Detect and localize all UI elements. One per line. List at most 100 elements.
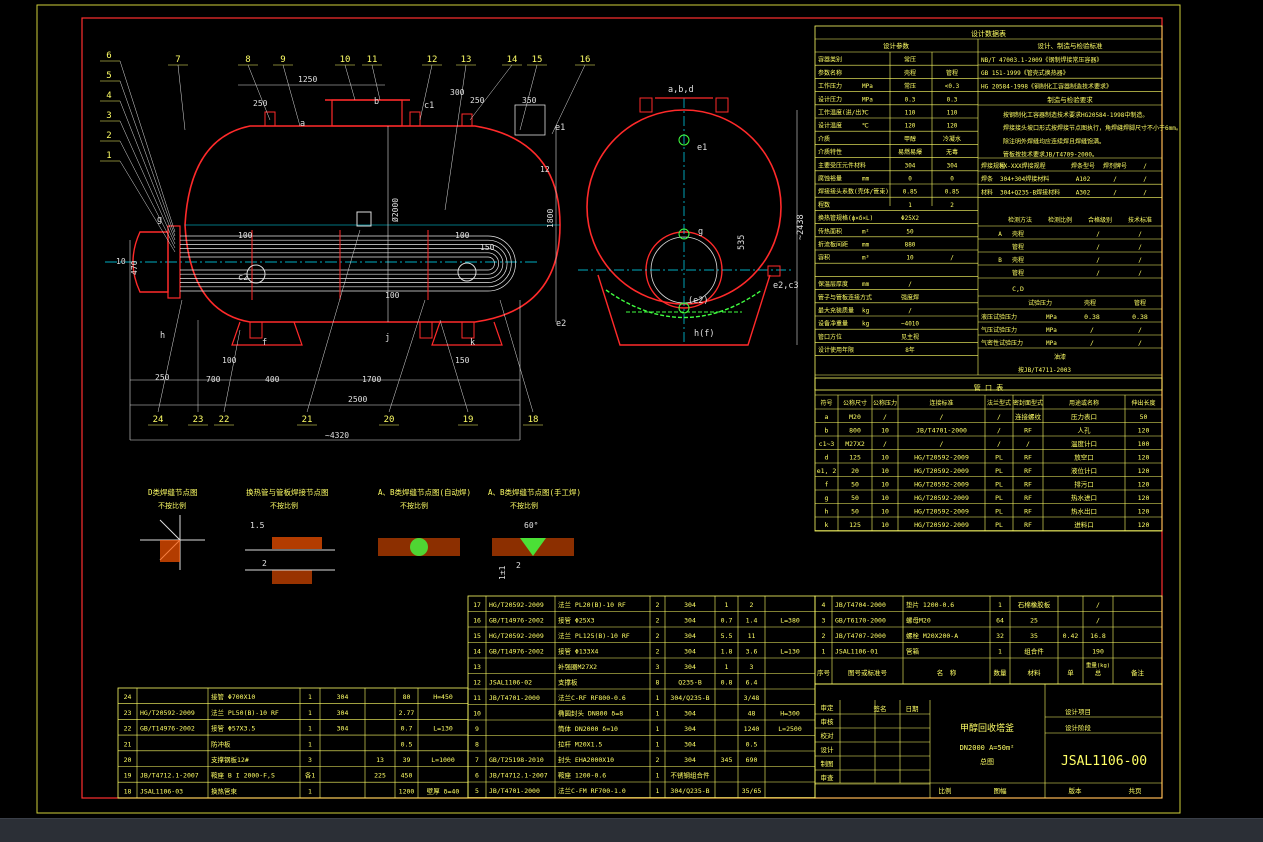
bom-mid-cell: 2 (750, 601, 754, 609)
tube-u-bend (487, 256, 495, 271)
nozzle-cell: HG/T20592-2009 (914, 454, 969, 462)
dim-470: 470 (130, 260, 139, 275)
design-row-shell: / (908, 281, 912, 288)
bom-mid-cell: 304 (684, 725, 696, 733)
bom-left-cell: 18 (124, 787, 132, 795)
leader-label-bottom: 22 (219, 415, 230, 425)
design-row-unit: kg (862, 308, 870, 315)
nozzle-cell: 10 (881, 508, 889, 516)
bom-mid-cell: 2 (656, 648, 660, 656)
nozzle-cell: RF (1024, 427, 1032, 435)
weld-cell: / (1113, 189, 1117, 196)
nozzle-col-header: 符号 (820, 399, 832, 407)
weld-cell: 304+304焊接材料 (1000, 175, 1049, 183)
bom-right-cell: 16.8 (1090, 632, 1106, 640)
bom-right-cell: GB/T6170-2000 (835, 617, 886, 625)
design-standard: GB 151-1999《管壳式换热器》 (981, 69, 1069, 77)
nozzle-e2-circle (246, 264, 266, 284)
bom-mid-cell: 304/Q235-B (670, 694, 709, 702)
dim-100b: 100 (385, 291, 400, 300)
bom-left-cell: 23 (124, 709, 132, 717)
leader-line (388, 299, 426, 413)
design-row-shell: 1 (908, 202, 912, 209)
letter-e1: e1 (555, 123, 565, 133)
bom-right-cell: 组合件 (1024, 647, 1044, 656)
nozzle-cell: 50 (851, 508, 859, 516)
design-row-shell: 强度焊 (901, 293, 919, 301)
side-top-label: a,b,d (668, 85, 694, 95)
bom-mid-cell: 16 (473, 617, 481, 625)
bom-mid-cell: 接管 Φ25X3 (558, 616, 595, 625)
leader-line (306, 229, 361, 413)
bom-mid-cell: 法兰C-FM RF700-1.0 (558, 786, 626, 795)
bom-left-cell: 1200 (399, 787, 415, 795)
nozzle-cell: HG/T20592-2009 (914, 467, 969, 475)
leader-line (177, 64, 186, 131)
test-header-cell: 试验压力 (1028, 299, 1052, 307)
leader-line (157, 299, 183, 413)
bom-mid-cell: 304 (684, 648, 696, 656)
nozzle-k (461, 321, 475, 339)
manufacture-note: 焊接接头坡口形式按焊接节点图执行，角焊缝焊脚尺寸不小于6mm。 (1003, 124, 1182, 132)
leader-label-top: 15 (532, 55, 543, 65)
bom-left-cell: 13 (376, 756, 384, 764)
design-row-unit: m³ (862, 255, 869, 262)
leader-line (119, 140, 176, 249)
title-bottom-scale: 比例 (939, 786, 952, 795)
letter-c1: c1 (424, 101, 434, 111)
design-row-name: 主要受压元件材料 (818, 161, 866, 169)
design-row-unit: mm (862, 242, 870, 249)
dim-total: ~4320 (325, 431, 349, 440)
front-dimensions: 1250 250 300 250 350 100 100 150 100 180… (116, 75, 555, 440)
title-col-sign: 签名 (874, 704, 887, 713)
manufacture-note: 按钢制化工容器制造技术要求HG20584-1998中制造。 (1003, 111, 1148, 119)
dim-350: 350 (522, 96, 537, 105)
bom-left-cell: 1 (308, 740, 312, 748)
leader-label-bottom: 20 (384, 415, 395, 425)
tube-bundle (180, 230, 516, 300)
test-cell: / (1090, 326, 1094, 334)
bom-left-cell: 1 (308, 787, 312, 795)
test-cell: 0.38 (1084, 313, 1100, 321)
leader-label-left: 6 (106, 51, 111, 61)
dim-100-bottom: 100 (222, 356, 237, 365)
design-row-shell: 常压 (904, 82, 916, 90)
outer-border (36, 4, 1181, 814)
side-dim-2438: ~2438 (796, 214, 806, 240)
bom-right-cell: 1 (822, 648, 826, 656)
bom-mid-cell: 5.5 (721, 632, 733, 640)
nozzle-cell: / (883, 440, 887, 448)
design-row-unit: MPa (862, 83, 873, 90)
bom-header-cell: 单 (1067, 668, 1074, 677)
leader-line (519, 64, 538, 131)
nozzle-cell: 120 (1138, 467, 1150, 475)
nozzle-cell: d (825, 454, 829, 462)
nozzle-cell: 800 (849, 427, 861, 435)
design-row-name: 设计温度 (818, 122, 842, 130)
leader-line (551, 64, 586, 135)
front-nozzle-letters: g b c1 a e1 e2 c2 f h k j (157, 97, 566, 348)
leader-line (499, 299, 534, 413)
bom-right-cell: JB/T4704-2000 (835, 601, 886, 609)
detail-2-tube (272, 537, 322, 549)
bom-left-cell: 2.77 (399, 709, 415, 717)
test-cell: / (1138, 339, 1142, 347)
bom-mid-cell: 5 (475, 787, 479, 795)
side-nozzle-right (715, 97, 729, 113)
title-name-main: 甲醇回收塔釜 (960, 722, 1014, 734)
nozzle-cell: PL (995, 467, 1003, 475)
bom-mid-cell: 法兰C-RF RF800-0.6 (558, 693, 626, 702)
bom-mid-cell: 0.7 (721, 617, 733, 625)
detail-3: A、B类焊缝节点图(自动焊) 不按比例 (378, 487, 471, 556)
bom-left-cell: HG/T20592-2009 (140, 709, 195, 717)
design-row-tube: 0.85 (945, 189, 960, 196)
design-row-name: 最大充装质量 (818, 307, 854, 315)
bom-left-cell: 0.7 (401, 725, 413, 733)
nozzle-table-border (814, 377, 1163, 532)
nozzle-cell: e1, 2 (817, 467, 837, 475)
design-row-name: 腐蚀裕量 (818, 175, 842, 183)
nozzle-cell: 50 (851, 494, 859, 502)
design-row-tube: 无毒 (946, 148, 958, 156)
